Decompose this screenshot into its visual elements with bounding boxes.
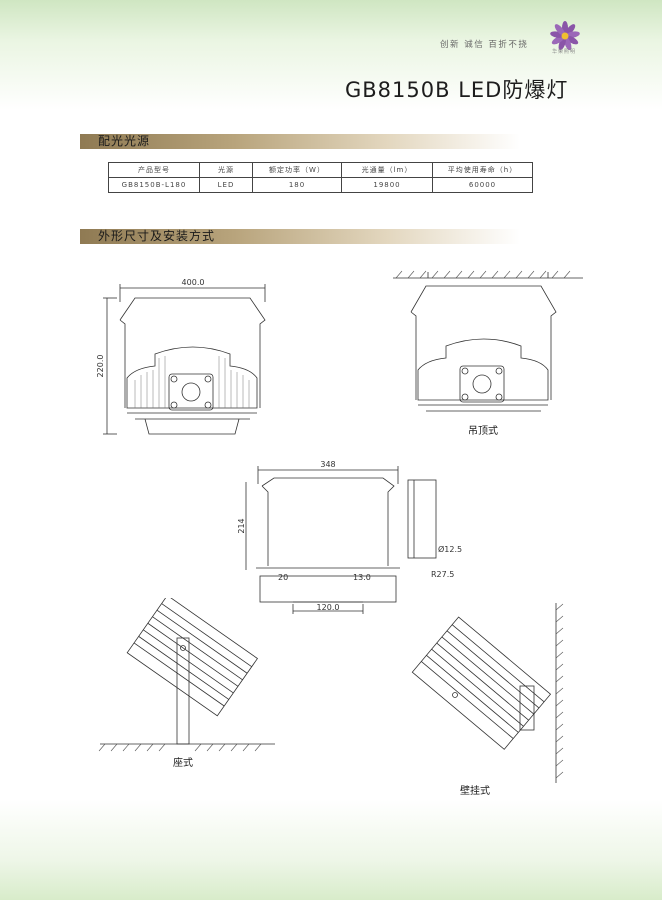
- front-view-drawing: 400.0 220.0: [96, 278, 266, 435]
- spec-table: 产品型号 光源 额定功率（W） 光通量（lm） 平均使用寿命（h） GB8150…: [108, 162, 533, 193]
- table-cell: LED: [199, 177, 253, 193]
- company-slogan: 创新 诚信 百折不挠: [440, 40, 529, 50]
- section-title: 外形尺寸及安装方式: [98, 229, 216, 243]
- column-header: 光通量（lm）: [341, 162, 433, 178]
- dimension-width: 348: [320, 460, 335, 469]
- table-cell: 60000: [432, 177, 533, 193]
- dimension-height: 214: [238, 518, 246, 533]
- side-view-drawing: 348 214 20 13.0 120.0 Ø12.5 R27.5: [238, 460, 462, 614]
- dimension-height: 220.0: [96, 355, 105, 378]
- caption-wall: 壁挂式: [460, 784, 490, 797]
- table-cell: GB8150B-L180: [108, 177, 200, 193]
- brand-name: 华荣照明: [552, 49, 577, 55]
- dimension-base: 120.0: [317, 603, 340, 612]
- table-row: GB8150B-L180 LED 180 19800 60000: [108, 177, 533, 193]
- column-header: 额定功率（W）: [252, 162, 342, 178]
- dimension-d1: 20: [278, 573, 288, 582]
- section-header-dimensions: 外形尺寸及安装方式: [80, 229, 520, 244]
- floor-mount-drawing: 座式: [98, 598, 275, 768]
- table-header-row: 产品型号 光源 额定功率（W） 光通量（lm） 平均使用寿命（h）: [108, 162, 533, 178]
- column-header: 平均使用寿命（h）: [432, 162, 533, 178]
- caption-ceiling: 吊顶式: [468, 424, 498, 437]
- section-title: 配光光源: [98, 134, 151, 148]
- wall-mount-drawing: 壁挂式: [411, 603, 564, 797]
- ceiling-mount-drawing: 吊顶式: [393, 270, 583, 437]
- table-cell: 180: [252, 177, 342, 193]
- dimension-hole: Ø12.5: [438, 544, 462, 554]
- section-header-light-source: 配光光源: [80, 134, 520, 149]
- dimension-radius: R27.5: [431, 570, 454, 579]
- column-header: 产品型号: [108, 162, 200, 178]
- table-cell: 19800: [341, 177, 433, 193]
- flower-logo-icon: [550, 21, 580, 51]
- dimension-width: 400.0: [182, 278, 205, 287]
- page-title: GB8150B LED防爆灯: [345, 78, 569, 102]
- dimension-d2: 13.0: [353, 573, 371, 582]
- column-header: 光源: [199, 162, 253, 178]
- caption-floor: 座式: [173, 756, 193, 768]
